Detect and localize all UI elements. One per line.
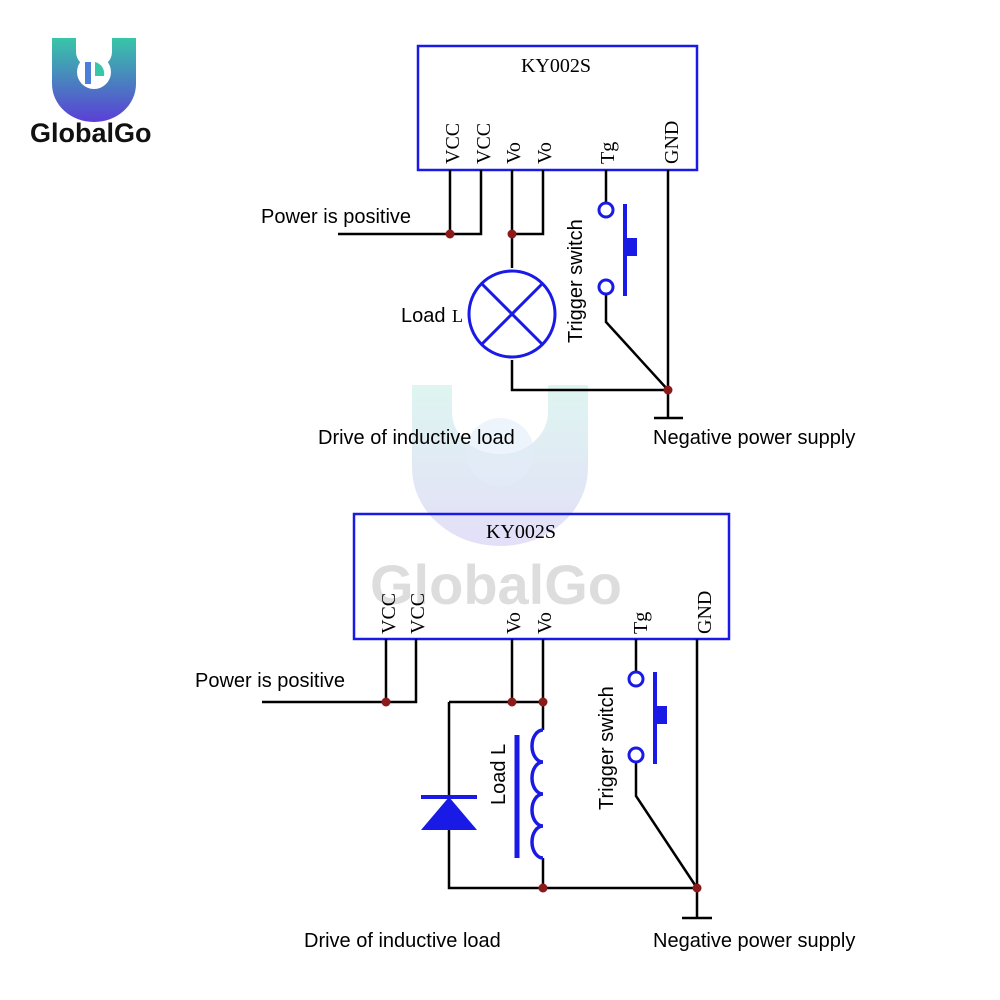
- lamp-load-icon: [467, 269, 557, 359]
- logo-text: GlobalGo: [30, 118, 152, 148]
- pin-vo-1: Vo: [503, 612, 525, 634]
- load-label: Load: [401, 305, 446, 327]
- load-suffix: L: [452, 306, 463, 326]
- switch-label: Trigger switch: [596, 686, 618, 810]
- inductor-icon: [514, 728, 544, 860]
- watermark-text: GlobalGo: [370, 553, 622, 616]
- pin-vo-1: Vo: [503, 142, 525, 164]
- module-name: KY002S: [486, 521, 556, 543]
- globalgo-logo: GlobalGo: [30, 38, 152, 148]
- caption-right: Negative power supply: [653, 427, 855, 449]
- logo-mark-icon: [52, 38, 136, 122]
- pin-vcc-2: VCC: [473, 123, 495, 164]
- pin-gnd: GND: [694, 591, 716, 634]
- caption-left: Drive of inductive load: [304, 930, 501, 952]
- wires: [338, 170, 683, 420]
- wires: [262, 639, 712, 920]
- watermark-logo-icon: [412, 385, 588, 546]
- module-box: [416, 44, 699, 172]
- pin-gnd: GND: [661, 121, 683, 164]
- module-name: KY002S: [521, 55, 591, 77]
- power-label: Power is positive: [261, 206, 411, 228]
- pin-vcc-2: VCC: [407, 593, 429, 634]
- circuit-lamp-load: KY002S VCC VCC Vo Vo Tg GND: [261, 44, 855, 449]
- caption-right: Negative power supply: [653, 930, 855, 952]
- pin-vcc-1: VCC: [442, 123, 464, 164]
- pin-tg: Tg: [597, 142, 619, 164]
- push-switch-icon: [597, 201, 637, 296]
- switch-label: Trigger switch: [565, 219, 587, 343]
- pin-vo-2: Vo: [534, 612, 556, 634]
- pin-tg: Tg: [630, 612, 652, 634]
- caption-left: Drive of inductive load: [318, 427, 515, 449]
- pin-vcc-1: VCC: [378, 593, 400, 634]
- circuit-inductive-load: KY002S VCC VCC Vo Vo Tg GND: [195, 512, 855, 952]
- load-label: Load L: [488, 744, 510, 805]
- power-label: Power is positive: [195, 670, 345, 692]
- module-box: [352, 512, 731, 641]
- diode-icon: [421, 795, 477, 830]
- watermark: GlobalGo: [370, 385, 622, 616]
- pin-vo-2: Vo: [534, 142, 556, 164]
- push-switch-icon: [627, 670, 667, 764]
